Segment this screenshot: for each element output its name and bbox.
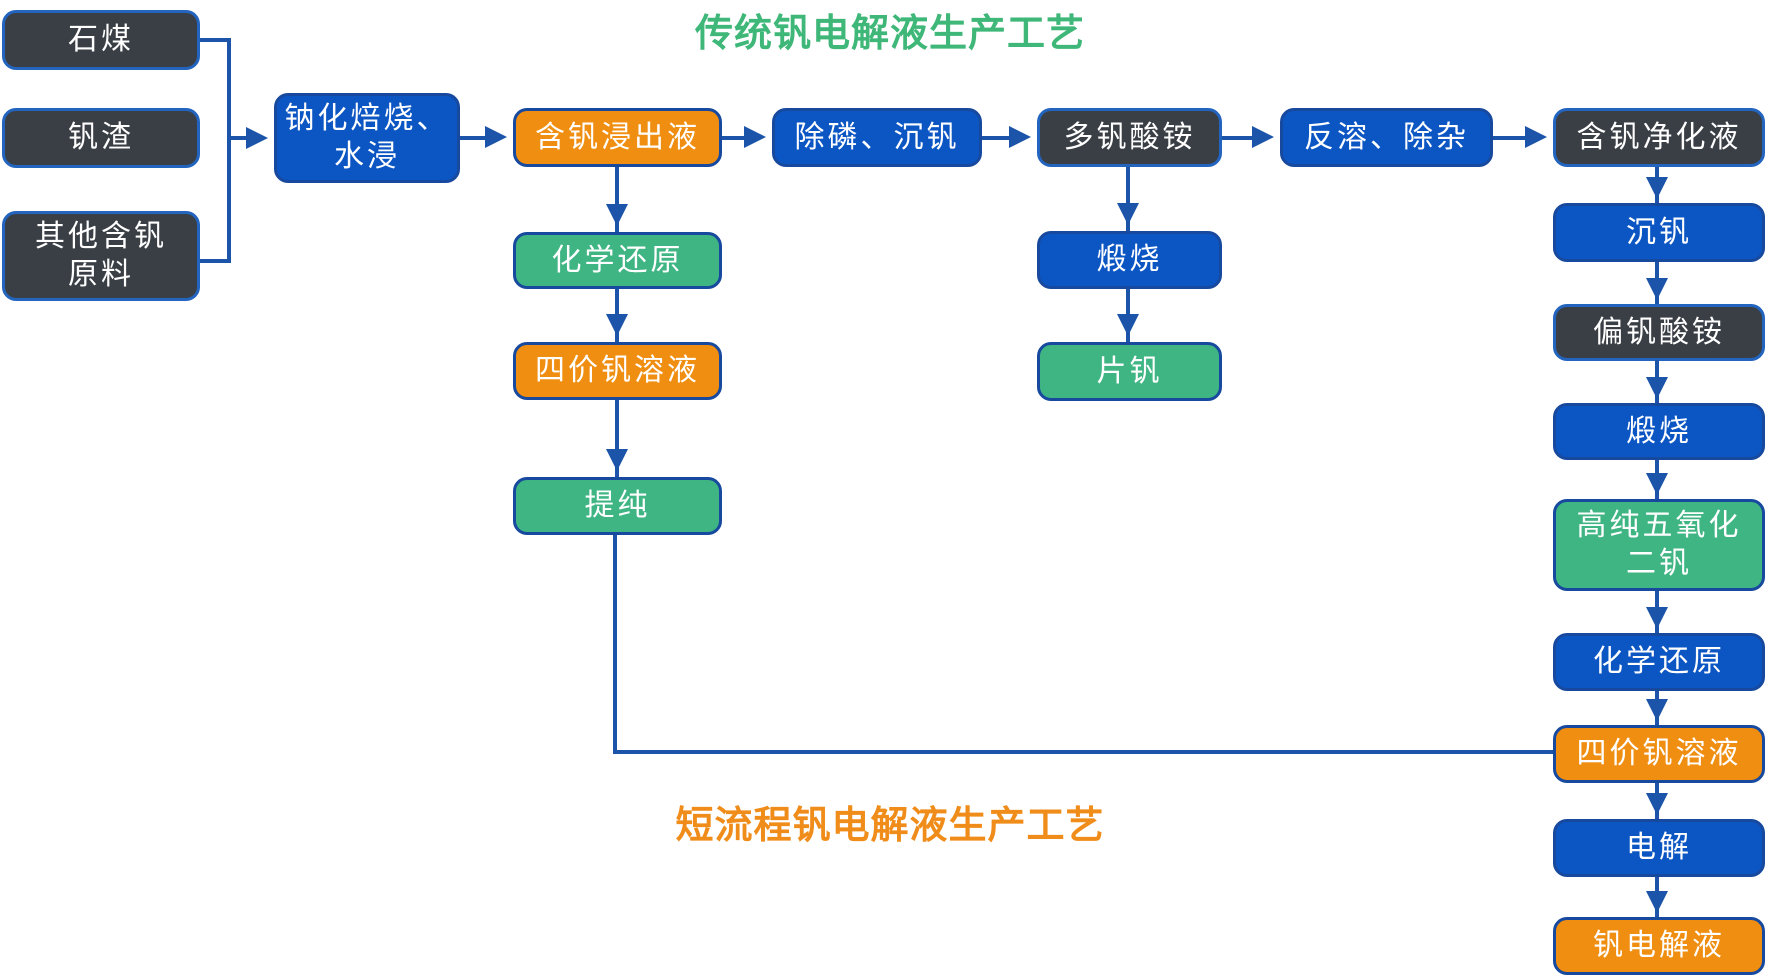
node-v-purified-solution: 含钒净化液: [1553, 108, 1765, 167]
node-v-precipitation: 沉钒: [1553, 203, 1765, 262]
flow-line: [1493, 136, 1528, 140]
flow-line: [982, 136, 1012, 140]
flow-arrow: [1525, 126, 1547, 148]
flow-line: [227, 38, 231, 263]
flow-arrow: [1252, 126, 1274, 148]
node-ammonium-polyvanadate: 多钒酸铵: [1037, 108, 1222, 167]
node-calcination-mid: 煅烧: [1037, 231, 1222, 289]
node-sodium-roasting-water-leaching: 钠化焙烧、 水浸: [274, 93, 460, 183]
flow-arrow: [1009, 126, 1031, 148]
node-other-v-materials: 其他含钒 原料: [2, 211, 200, 301]
node-dephos-v-precipitation: 除磷、沉钒: [772, 108, 982, 167]
flow-arrow: [744, 126, 766, 148]
flow-arrow: [1646, 891, 1668, 913]
flow-line: [615, 400, 619, 477]
flow-arrow: [1117, 203, 1139, 225]
flow-arrow: [1117, 314, 1139, 336]
flow-arrow: [606, 449, 628, 471]
flow-line: [200, 38, 231, 42]
node-stone-coal: 石煤: [2, 10, 200, 70]
node-purification: 提纯: [513, 477, 722, 535]
node-ammonium-metavanadate: 偏钒酸铵: [1553, 304, 1765, 361]
node-v-leachate: 含钒浸出液: [513, 108, 722, 167]
node-v4-solution-right: 四价钒溶液: [1553, 725, 1765, 783]
node-chemical-reduction-mid: 化学还原: [513, 232, 722, 289]
flow-line: [200, 259, 231, 263]
flow-arrow: [1646, 177, 1668, 199]
node-electrolysis: 电解: [1553, 819, 1765, 877]
flow-arrow: [1646, 473, 1668, 495]
flow-line: [615, 167, 619, 232]
title-short-process: 短流程钒电解液生产工艺: [675, 805, 1105, 847]
title-traditional-process: 传统钒电解液生产工艺: [694, 13, 1085, 55]
flow-line: [722, 136, 748, 140]
flow-arrow: [485, 126, 507, 148]
node-v4-solution-mid: 四价钒溶液: [513, 342, 722, 400]
node-v-electrolyte: 钒电解液: [1553, 917, 1765, 975]
node-chemical-reduction-right: 化学还原: [1553, 633, 1765, 691]
flow-arrow: [246, 127, 268, 149]
flow-line: [1126, 167, 1130, 231]
flow-line: [460, 136, 488, 140]
flow-arrow: [1646, 699, 1668, 721]
flow-arrow: [1646, 793, 1668, 815]
flow-arrow: [606, 314, 628, 336]
flow-line: [1222, 136, 1255, 140]
node-vanadium-slag: 钒渣: [2, 108, 200, 168]
flow-arrow: [1646, 278, 1668, 300]
flow-arrow: [1646, 377, 1668, 399]
flow-arrow: [606, 204, 628, 226]
node-high-purity-v2o5: 高纯五氧化 二钒: [1553, 499, 1765, 591]
node-calcination-right: 煅烧: [1553, 403, 1765, 460]
flow-line: [613, 750, 1553, 754]
flow-line: [227, 136, 251, 140]
flow-line: [613, 535, 617, 754]
node-flake-v2o5: 片钒: [1037, 342, 1222, 401]
flow-arrow: [1646, 607, 1668, 629]
node-redissolve-impurity-removal: 反溶、除杂: [1280, 108, 1493, 167]
